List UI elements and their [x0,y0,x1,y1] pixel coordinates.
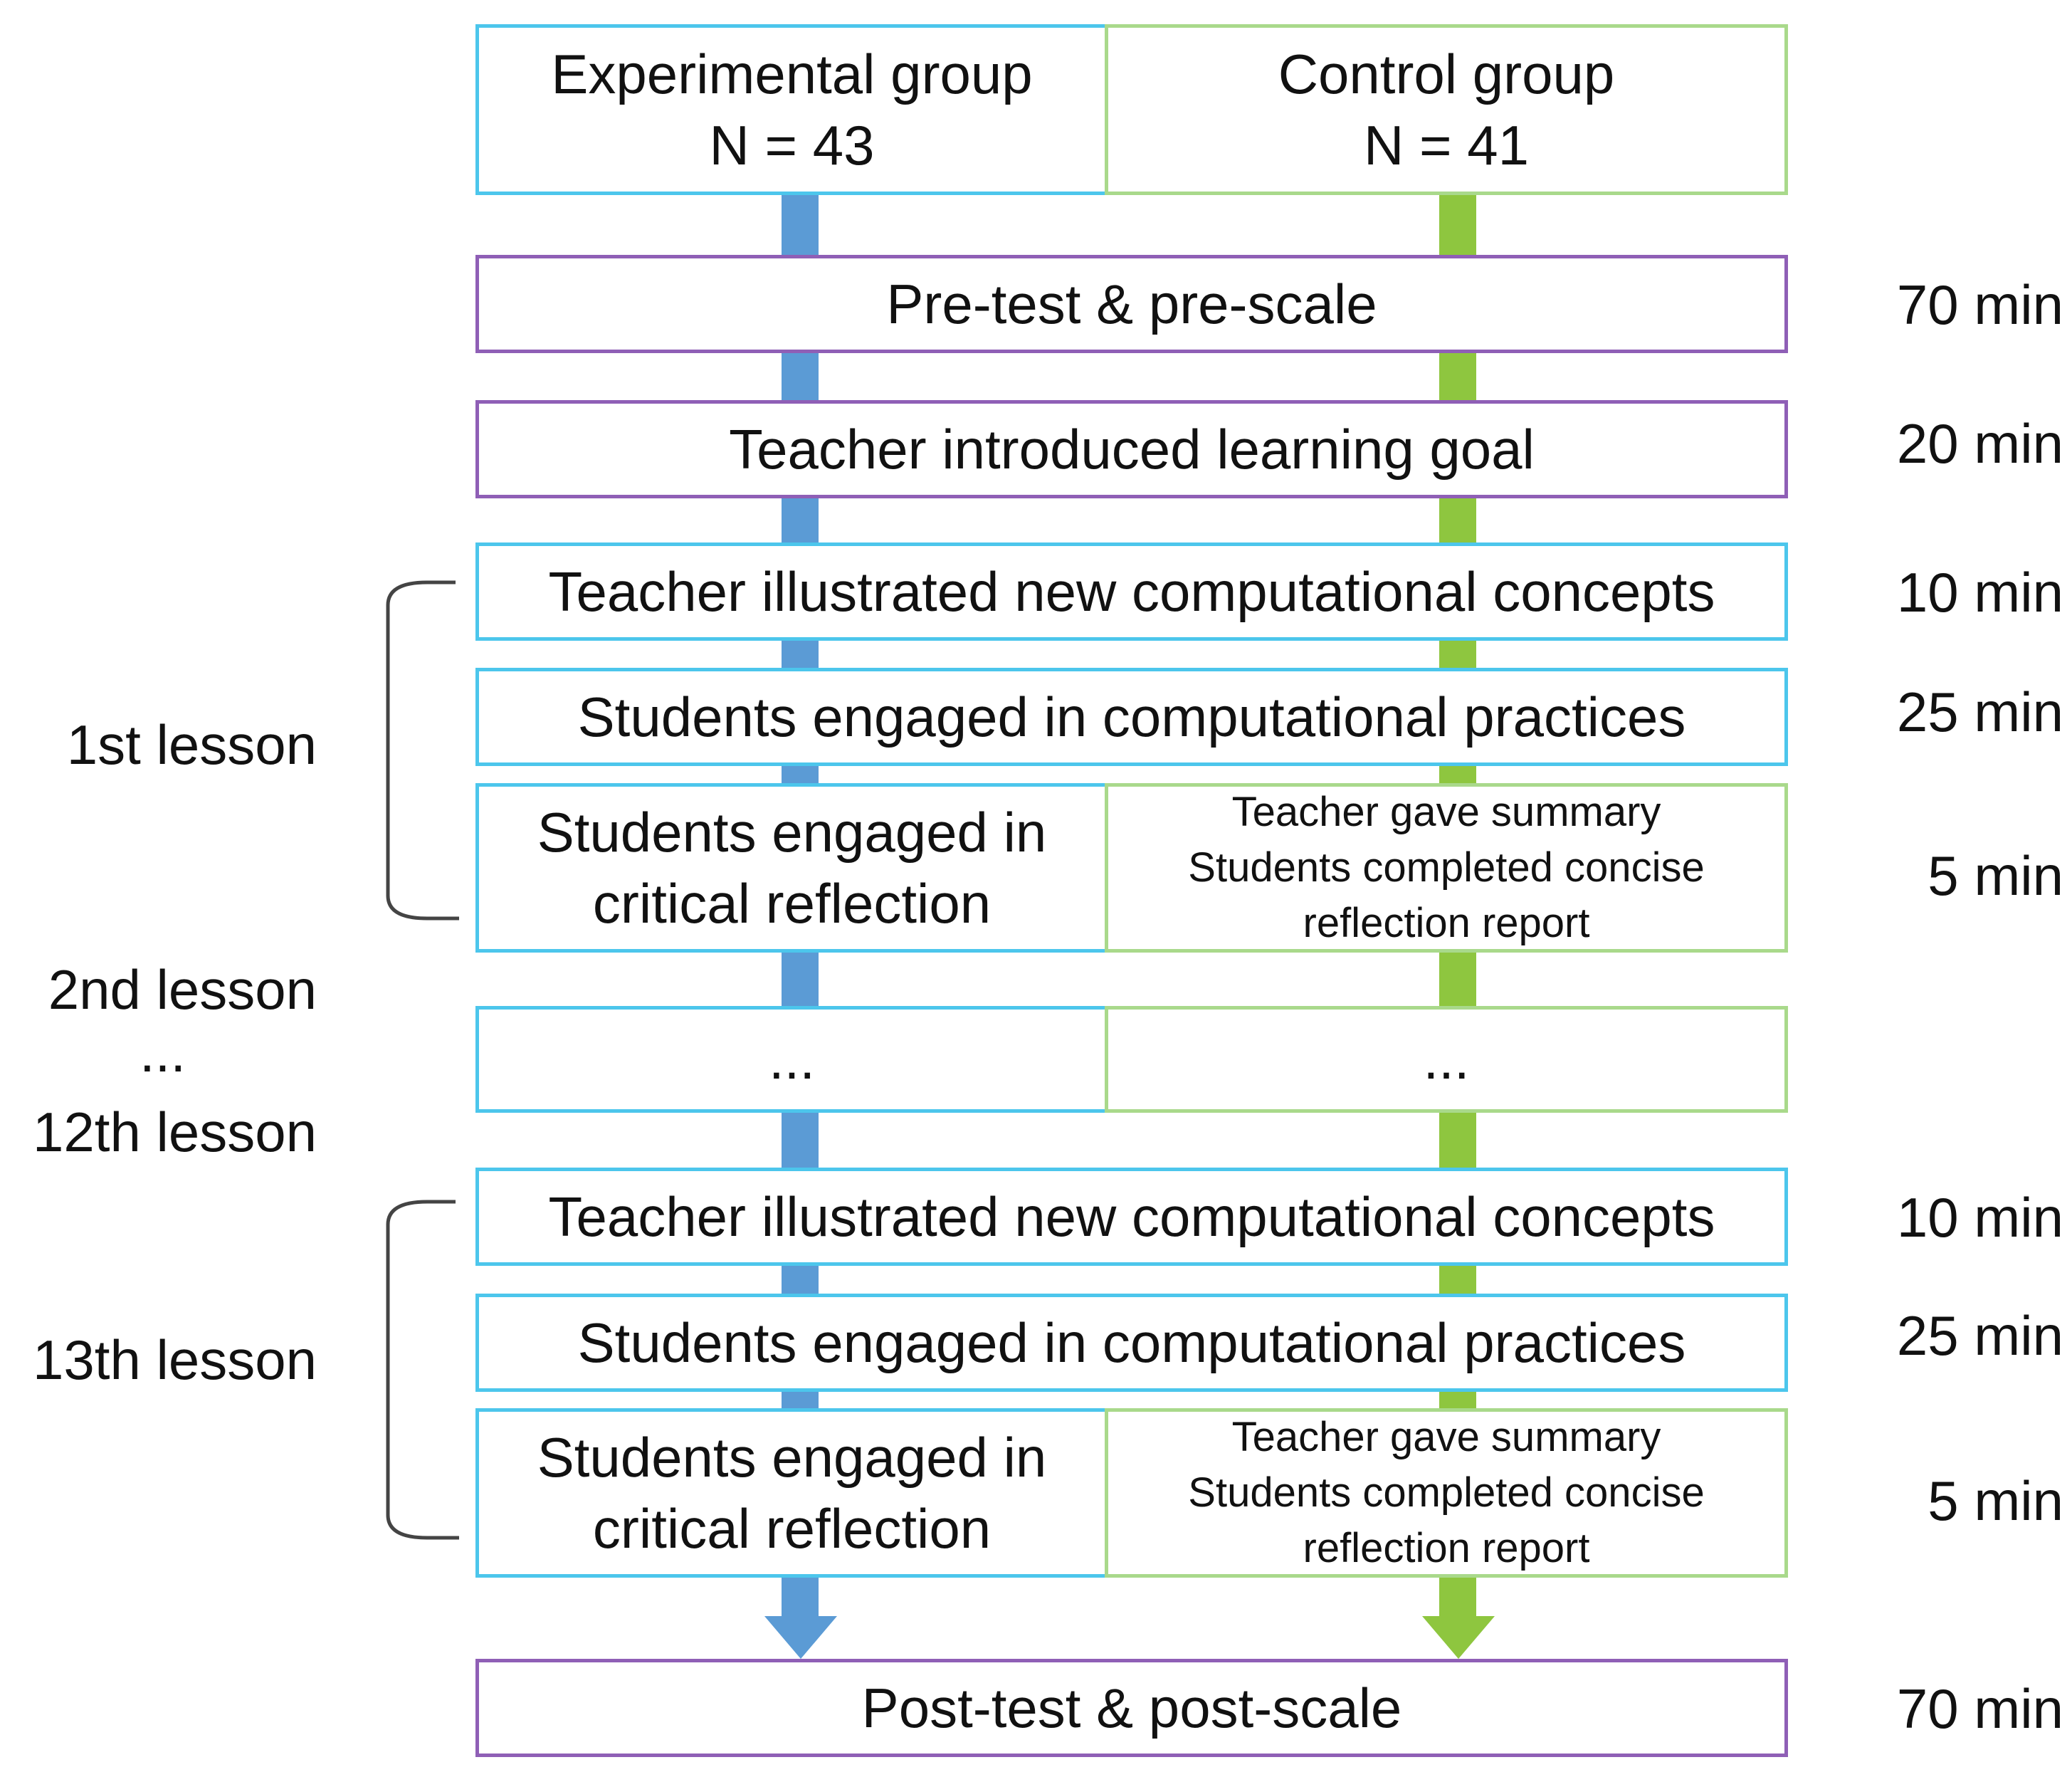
lesson1-reflection-control-line2: Students completed concise [1188,844,1705,891]
middle-experimental-box: ... [475,1006,1108,1113]
lesson13-reflection-experimental-line2: critical reflection [592,1497,992,1560]
control-group-n: N = 41 [1364,114,1529,177]
lesson13-concepts-box: Teacher illustrated new computational co… [475,1168,1788,1266]
lesson-label-1st: 1st lesson [66,713,317,776]
lesson13-reflection-experimental-line1: Students engaged in [537,1426,1047,1489]
posttest-label: Post-test & post-scale [861,1677,1402,1739]
goal-box: Teacher introduced learning goal [475,400,1788,498]
lesson1-reflection-time: 5 min [1928,844,2063,907]
control-group-box: Control group N = 41 [1105,24,1788,195]
lesson13-reflection-control-line2: Students completed concise [1188,1469,1705,1516]
lesson1-reflection-control-box: Teacher gave summary Students completed … [1105,783,1788,953]
goal-time: 20 min [1896,412,2063,475]
lesson13-concepts-label: Teacher illustrated new computational co… [548,1185,1715,1248]
lesson13-reflection-control-line3: reflection report [1303,1525,1590,1571]
posttest-time: 70 min [1896,1677,2063,1740]
lesson13-reflection-experimental-box: Students engaged in critical reflection [475,1408,1108,1578]
lesson13-practices-box: Students engaged in computational practi… [475,1294,1788,1392]
experimental-arrow-head [764,1616,837,1659]
goal-label: Teacher introduced learning goal [729,418,1535,481]
lesson13-practices-label: Students engaged in computational practi… [577,1311,1686,1374]
control-arrow-head [1422,1616,1495,1659]
experimental-group-name: Experimental group [551,43,1033,105]
lesson13-bracket [386,1200,459,1540]
lesson1-concepts-label: Teacher illustrated new computational co… [548,560,1715,623]
experimental-group-n: N = 43 [709,114,875,177]
lesson1-concepts-time: 10 min [1896,561,2063,624]
lesson-label-12th: 12th lesson [33,1101,317,1163]
lesson1-reflection-experimental-line1: Students engaged in [537,801,1047,864]
lesson1-bracket [386,580,459,921]
lesson1-reflection-control-line1: Teacher gave summary [1231,789,1661,835]
lesson1-concepts-box: Teacher illustrated new computational co… [475,542,1788,641]
lesson-label-13th: 13th lesson [33,1328,317,1391]
lesson1-practices-box: Students engaged in computational practi… [475,668,1788,766]
lesson1-reflection-experimental-box: Students engaged in critical reflection [475,783,1108,953]
lesson13-concepts-time: 10 min [1896,1186,2063,1249]
middle-control-box: ... [1105,1006,1788,1113]
lesson13-reflection-control-box: Teacher gave summary Students completed … [1105,1408,1788,1578]
posttest-box: Post-test & post-scale [475,1659,1788,1757]
lesson13-practices-time: 25 min [1896,1304,2063,1367]
pretest-box: Pre-test & pre-scale [475,255,1788,353]
middle-experimental-ellipsis: ... [768,1028,815,1091]
control-group-name: Control group [1278,43,1615,105]
lesson13-reflection-time: 5 min [1928,1469,2063,1532]
lesson1-practices-time: 25 min [1896,681,2063,743]
lesson13-reflection-control-line1: Teacher gave summary [1231,1414,1661,1460]
lesson-label-2nd: 2nd lesson [48,958,317,1021]
lesson1-practices-label: Students engaged in computational practi… [577,686,1686,748]
pretest-label: Pre-test & pre-scale [886,273,1377,335]
lesson1-reflection-experimental-line2: critical reflection [592,872,992,935]
lesson1-reflection-control-line3: reflection report [1303,900,1590,946]
lesson-label-ellipsis: ... [140,1021,186,1084]
pretest-time: 70 min [1896,273,2063,336]
experimental-group-box: Experimental group N = 43 [475,24,1108,195]
middle-control-ellipsis: ... [1423,1028,1470,1091]
